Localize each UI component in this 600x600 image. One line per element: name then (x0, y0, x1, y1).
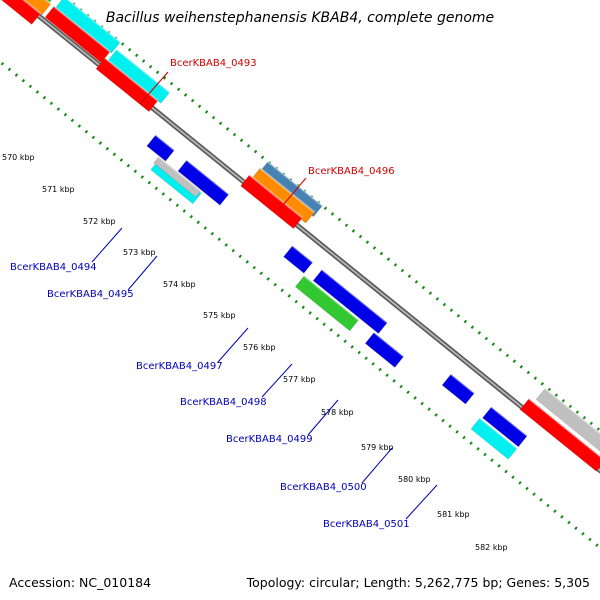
feature-blue-5-shine (373, 331, 405, 358)
gene-label[interactable]: BcerKBAB4_0499 (226, 434, 313, 445)
gene-label[interactable]: BcerKBAB4_0500 (280, 482, 367, 493)
genome-backbone (15, 0, 600, 474)
gene-callout-line (307, 399, 339, 436)
feature-gray-far (535, 388, 600, 452)
feature-blue-1 (146, 134, 175, 162)
feature-cyan-a (55, 0, 121, 54)
tick-label: 582 kbp (475, 543, 508, 552)
feature-blue-7-shine (490, 406, 528, 437)
feature-orange-mid-shine (259, 167, 316, 214)
feature-blue-3-shine (291, 245, 314, 263)
tick-label: 573 kbp (123, 248, 156, 257)
feature-steelblue (258, 161, 323, 218)
feature-gray-far-shine (544, 387, 600, 435)
map-title: Bacillus weihenstephanensis KBAB4, compl… (105, 10, 495, 26)
outer-tick-track (65, 0, 600, 433)
feature-cyan-rev2-shine (479, 417, 518, 450)
accession-text: Accession: NC_010184 (9, 575, 152, 590)
feature-cyan-a-shine (66, 0, 121, 43)
feature-red-mid-shine (248, 174, 303, 219)
gene-callout-line (217, 327, 249, 363)
tick-label: 577 kbp (283, 375, 316, 384)
tick-label: 578 kbp (321, 408, 354, 417)
gene-callout-line (139, 71, 169, 105)
inner-tick-track (0, 59, 600, 550)
tick-label: 571 kbp (42, 185, 75, 194)
feature-gray-rev-shine (158, 156, 202, 192)
feature-blue-6 (441, 373, 475, 405)
feature-blue-7 (482, 406, 528, 448)
tick-label: 570 kbp (2, 153, 35, 162)
feature-green-rev (294, 275, 359, 332)
gene-callout-line (91, 227, 123, 263)
gene-label[interactable]: BcerKBAB4_0495 (47, 289, 134, 300)
feature-steelblue-shine (267, 160, 324, 207)
tick-label: 580 kbp (398, 475, 431, 484)
feature-blue-4-shine (321, 268, 388, 324)
feature-red-a-shine (53, 5, 111, 53)
gene-label[interactable]: BcerKBAB4_0501 (323, 519, 410, 530)
feature-red-far-shine (528, 397, 600, 458)
tick-label: 574 kbp (163, 280, 196, 289)
feature-red-far (519, 398, 600, 472)
gene-label[interactable]: BcerKBAB4_0498 (180, 397, 267, 408)
feature-blue-5 (364, 332, 405, 368)
feature-red-b (95, 57, 159, 113)
genome-backbone-highlight (17, 0, 600, 472)
feature-blue-3 (283, 245, 314, 274)
gene-callout-line (405, 484, 438, 520)
tick-label: 576 kbp (243, 343, 276, 352)
feature-orange-mid (250, 167, 315, 224)
tick-label: 581 kbp (437, 510, 470, 519)
gene-callout-line (361, 447, 393, 484)
feature-blue-4 (312, 269, 388, 334)
feature-red-outer (1, 0, 41, 25)
feature-red-outer-shine (22, 0, 42, 15)
feature-cyan-b-shine (116, 48, 171, 94)
feature-blue-2 (177, 159, 230, 206)
tick-label: 579 kbp (361, 443, 394, 452)
feature-blue-2-shine (186, 159, 230, 196)
feature-gray-rev (153, 156, 202, 198)
feature-cyan-rev2 (470, 417, 518, 460)
gene-label[interactable]: BcerKBAB4_0494 (10, 262, 97, 273)
gene-callout-line (127, 255, 158, 291)
feature-red-a (44, 5, 111, 64)
feature-green-rev-shine (303, 275, 360, 321)
gene-label[interactable]: BcerKBAB4_0496 (308, 166, 395, 177)
tick-label: 575 kbp (203, 311, 236, 320)
gene-label[interactable]: BcerKBAB4_0493 (170, 58, 257, 69)
feature-cyan-b (107, 49, 171, 104)
feature-blue-1-shine (155, 134, 175, 151)
gene-callout-line (261, 363, 293, 398)
genome-summary-text: Topology: circular; Length: 5,262,775 bp… (246, 575, 590, 590)
tick-label: 572 kbp (83, 217, 116, 226)
feature-blue-6-shine (450, 373, 475, 394)
gene-callout-line (277, 177, 307, 212)
gene-label[interactable]: BcerKBAB4_0497 (136, 361, 223, 372)
feature-orange-outer (23, 0, 52, 16)
